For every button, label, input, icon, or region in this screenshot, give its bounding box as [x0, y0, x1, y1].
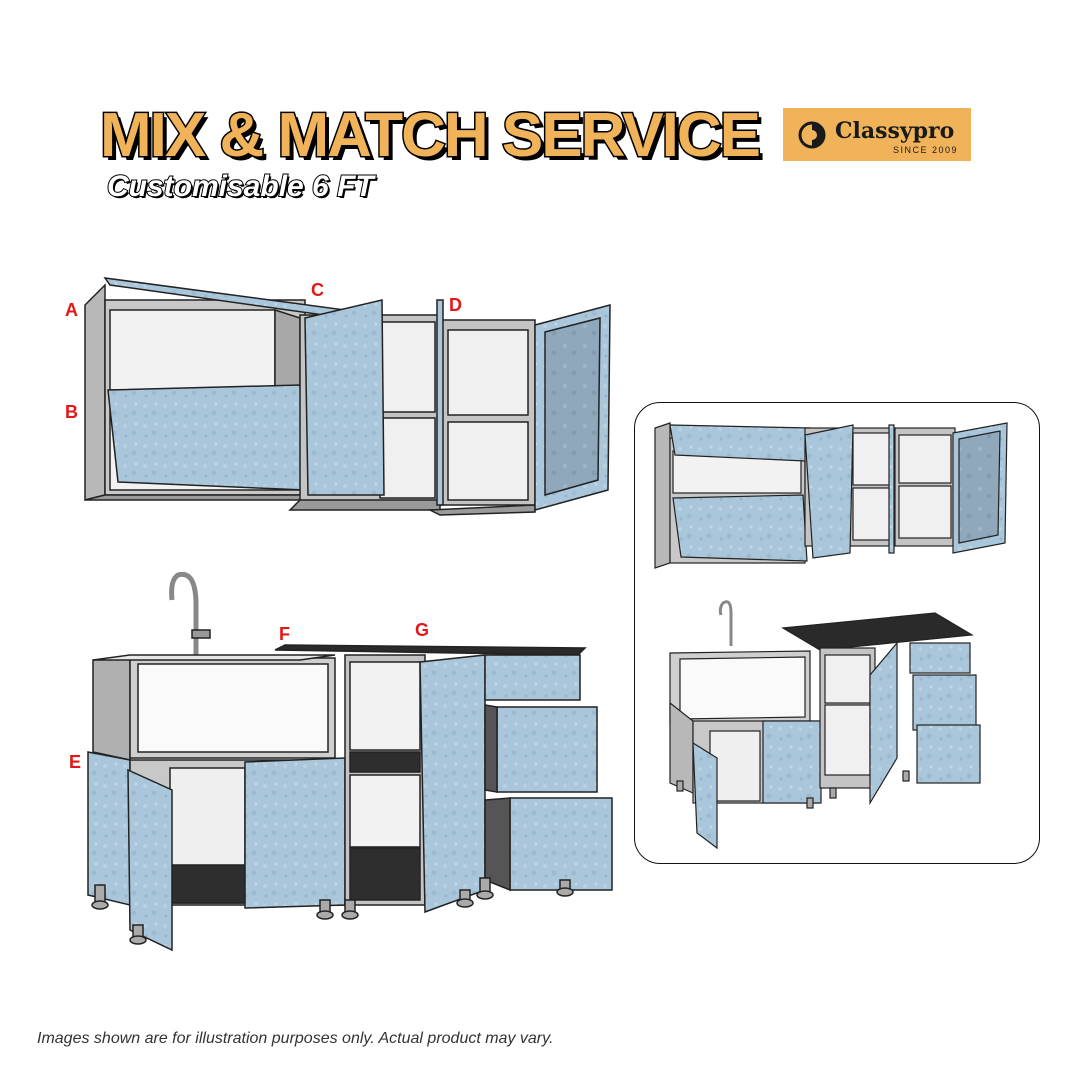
logo-since: SINCE 2009	[893, 145, 959, 155]
label-f: F	[279, 624, 290, 644]
page-subtitle: Customisable 6 FT	[106, 169, 375, 204]
page-title: MIX & MATCH SERVICE	[99, 100, 763, 172]
label-g: G	[415, 620, 430, 640]
wall-cabinets-main	[84, 277, 611, 516]
brand-logo: Classypro SINCE 2009	[783, 108, 971, 161]
assembled-preview-illustration	[654, 422, 1008, 850]
logo-brand-name: Classypro	[835, 118, 955, 144]
label-c: C	[311, 280, 324, 300]
label-a: A	[65, 300, 78, 320]
base-cabinets-main	[87, 571, 613, 952]
label-e: E	[69, 752, 82, 772]
label-b: B	[65, 402, 78, 422]
assembled-preview-panel	[634, 402, 1040, 864]
disclaimer-text: Images shown are for illustration purpos…	[37, 1030, 554, 1047]
logo-mark-icon	[798, 121, 826, 149]
label-d: D	[449, 295, 462, 315]
